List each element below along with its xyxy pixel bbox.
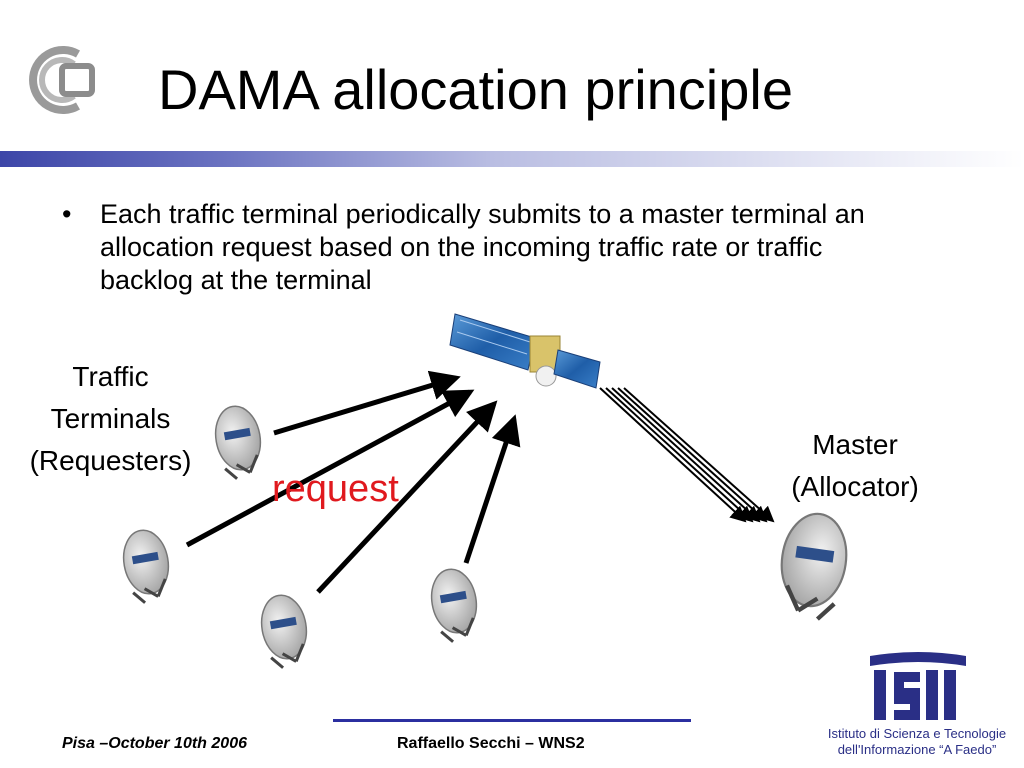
traffic-terminals-label: Traffic Terminals (Requesters) (8, 356, 213, 482)
footer-location-date: Pisa –October 10th 2006 (62, 735, 247, 752)
satellite-icon (449, 313, 601, 389)
bullet-marker: • (62, 199, 72, 229)
institute-line: dell'Informazione “A Faedo” (837, 742, 997, 757)
isti-logo (870, 652, 966, 720)
cnr-logo (29, 46, 95, 114)
traffic-label-line: (Requesters) (29, 445, 192, 476)
master-label-line: Master (812, 429, 898, 460)
dama-diagram (117, 313, 1024, 672)
bullet-text: Each traffic terminal periodically submi… (100, 199, 865, 295)
master-allocator-label: Master (Allocator) (770, 424, 940, 508)
institute-name: Istituto di Scienza e Tecnologie dell'In… (812, 726, 1022, 758)
satellite-dish-icon (117, 525, 177, 607)
bullet-point: • Each traffic terminal periodically sub… (62, 198, 922, 297)
master-label-line: (Allocator) (791, 471, 919, 502)
footer-author: Raffaello Secchi – WNS2 (397, 735, 585, 752)
title-underline-bar (0, 151, 1024, 167)
institute-line: Istituto di Scienza e Tecnologie (827, 726, 1007, 741)
satellite-dish-icon (425, 564, 485, 646)
satellite-dish-icon (255, 590, 315, 672)
traffic-label-line: Traffic (72, 361, 149, 392)
traffic-label-line: Terminals (50, 403, 171, 434)
slide-title: DAMA allocation principle (158, 58, 793, 121)
request-label: request (272, 468, 399, 510)
footer-rule (333, 719, 691, 722)
satellite-dish-icon (774, 510, 852, 622)
satellite-dish-icon (209, 401, 269, 483)
